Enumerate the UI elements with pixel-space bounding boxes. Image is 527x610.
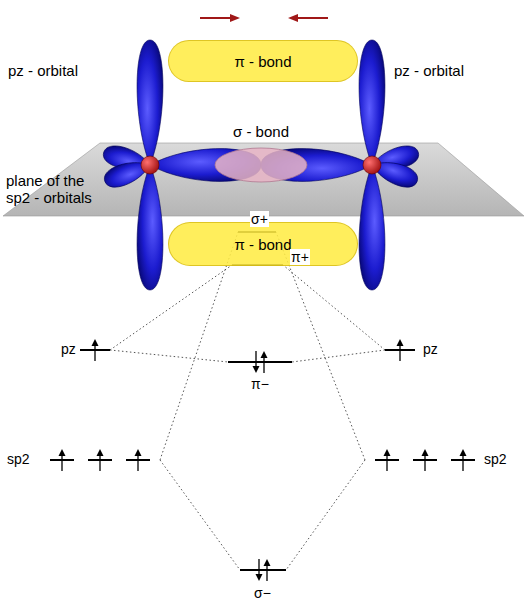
ao-label: pz xyxy=(422,341,439,357)
mo-label: π+ xyxy=(290,249,310,265)
electron-arrow xyxy=(384,449,391,471)
correlation-line xyxy=(160,460,240,570)
correlation-line xyxy=(286,460,365,570)
electron-arrow xyxy=(92,339,99,361)
correlation-line xyxy=(283,265,385,350)
electron-arrow xyxy=(59,449,66,471)
carbon-atom xyxy=(363,156,381,174)
correlation-line xyxy=(276,232,365,460)
orbital-lobe xyxy=(137,165,163,290)
bond-label: π - bond xyxy=(234,53,291,70)
correlation-line xyxy=(292,350,385,362)
approach-arrow xyxy=(200,14,240,22)
electron-arrow xyxy=(264,559,271,581)
correlation-line xyxy=(110,350,228,362)
energy-level xyxy=(240,569,286,571)
bond-label: σ - bond xyxy=(233,123,289,140)
electron-arrow xyxy=(460,449,467,471)
energy-level xyxy=(228,361,292,363)
pi-bond-band: π - bond xyxy=(168,222,358,266)
correlation-line xyxy=(110,265,232,350)
orbital-lobe xyxy=(359,165,385,290)
ao-label: pz xyxy=(60,341,77,357)
electron-arrow xyxy=(135,449,142,471)
electron-arrow xyxy=(261,351,268,373)
orbital-lobe xyxy=(137,40,163,165)
electron-arrow xyxy=(256,559,263,581)
electron-arrow xyxy=(422,449,429,471)
approach-arrow xyxy=(288,14,328,22)
sp2-plane xyxy=(3,143,524,216)
plane-label: plane of the sp2 - orbitals xyxy=(6,172,106,207)
orbital-lobe xyxy=(359,40,385,165)
mo-label: σ+ xyxy=(250,211,269,227)
orbital-label: pz - orbital xyxy=(8,62,78,79)
mo-label: π− xyxy=(250,376,270,392)
electron-arrow xyxy=(397,339,404,361)
electron-arrow xyxy=(253,351,260,373)
ao-label: sp2 xyxy=(6,451,31,467)
bond-label: π - bond xyxy=(234,236,291,253)
orbital-label: pz - orbital xyxy=(394,62,464,79)
mo-label: σ− xyxy=(253,585,272,601)
pi-bond-band: π - bond xyxy=(168,40,358,82)
ao-label: sp2 xyxy=(483,451,508,467)
correlation-line xyxy=(160,232,238,460)
electron-arrow xyxy=(97,449,104,471)
sigma-bond-region xyxy=(215,148,307,182)
sigma-bond-zone: σ - bond xyxy=(213,120,309,143)
carbon-atom xyxy=(141,156,159,174)
